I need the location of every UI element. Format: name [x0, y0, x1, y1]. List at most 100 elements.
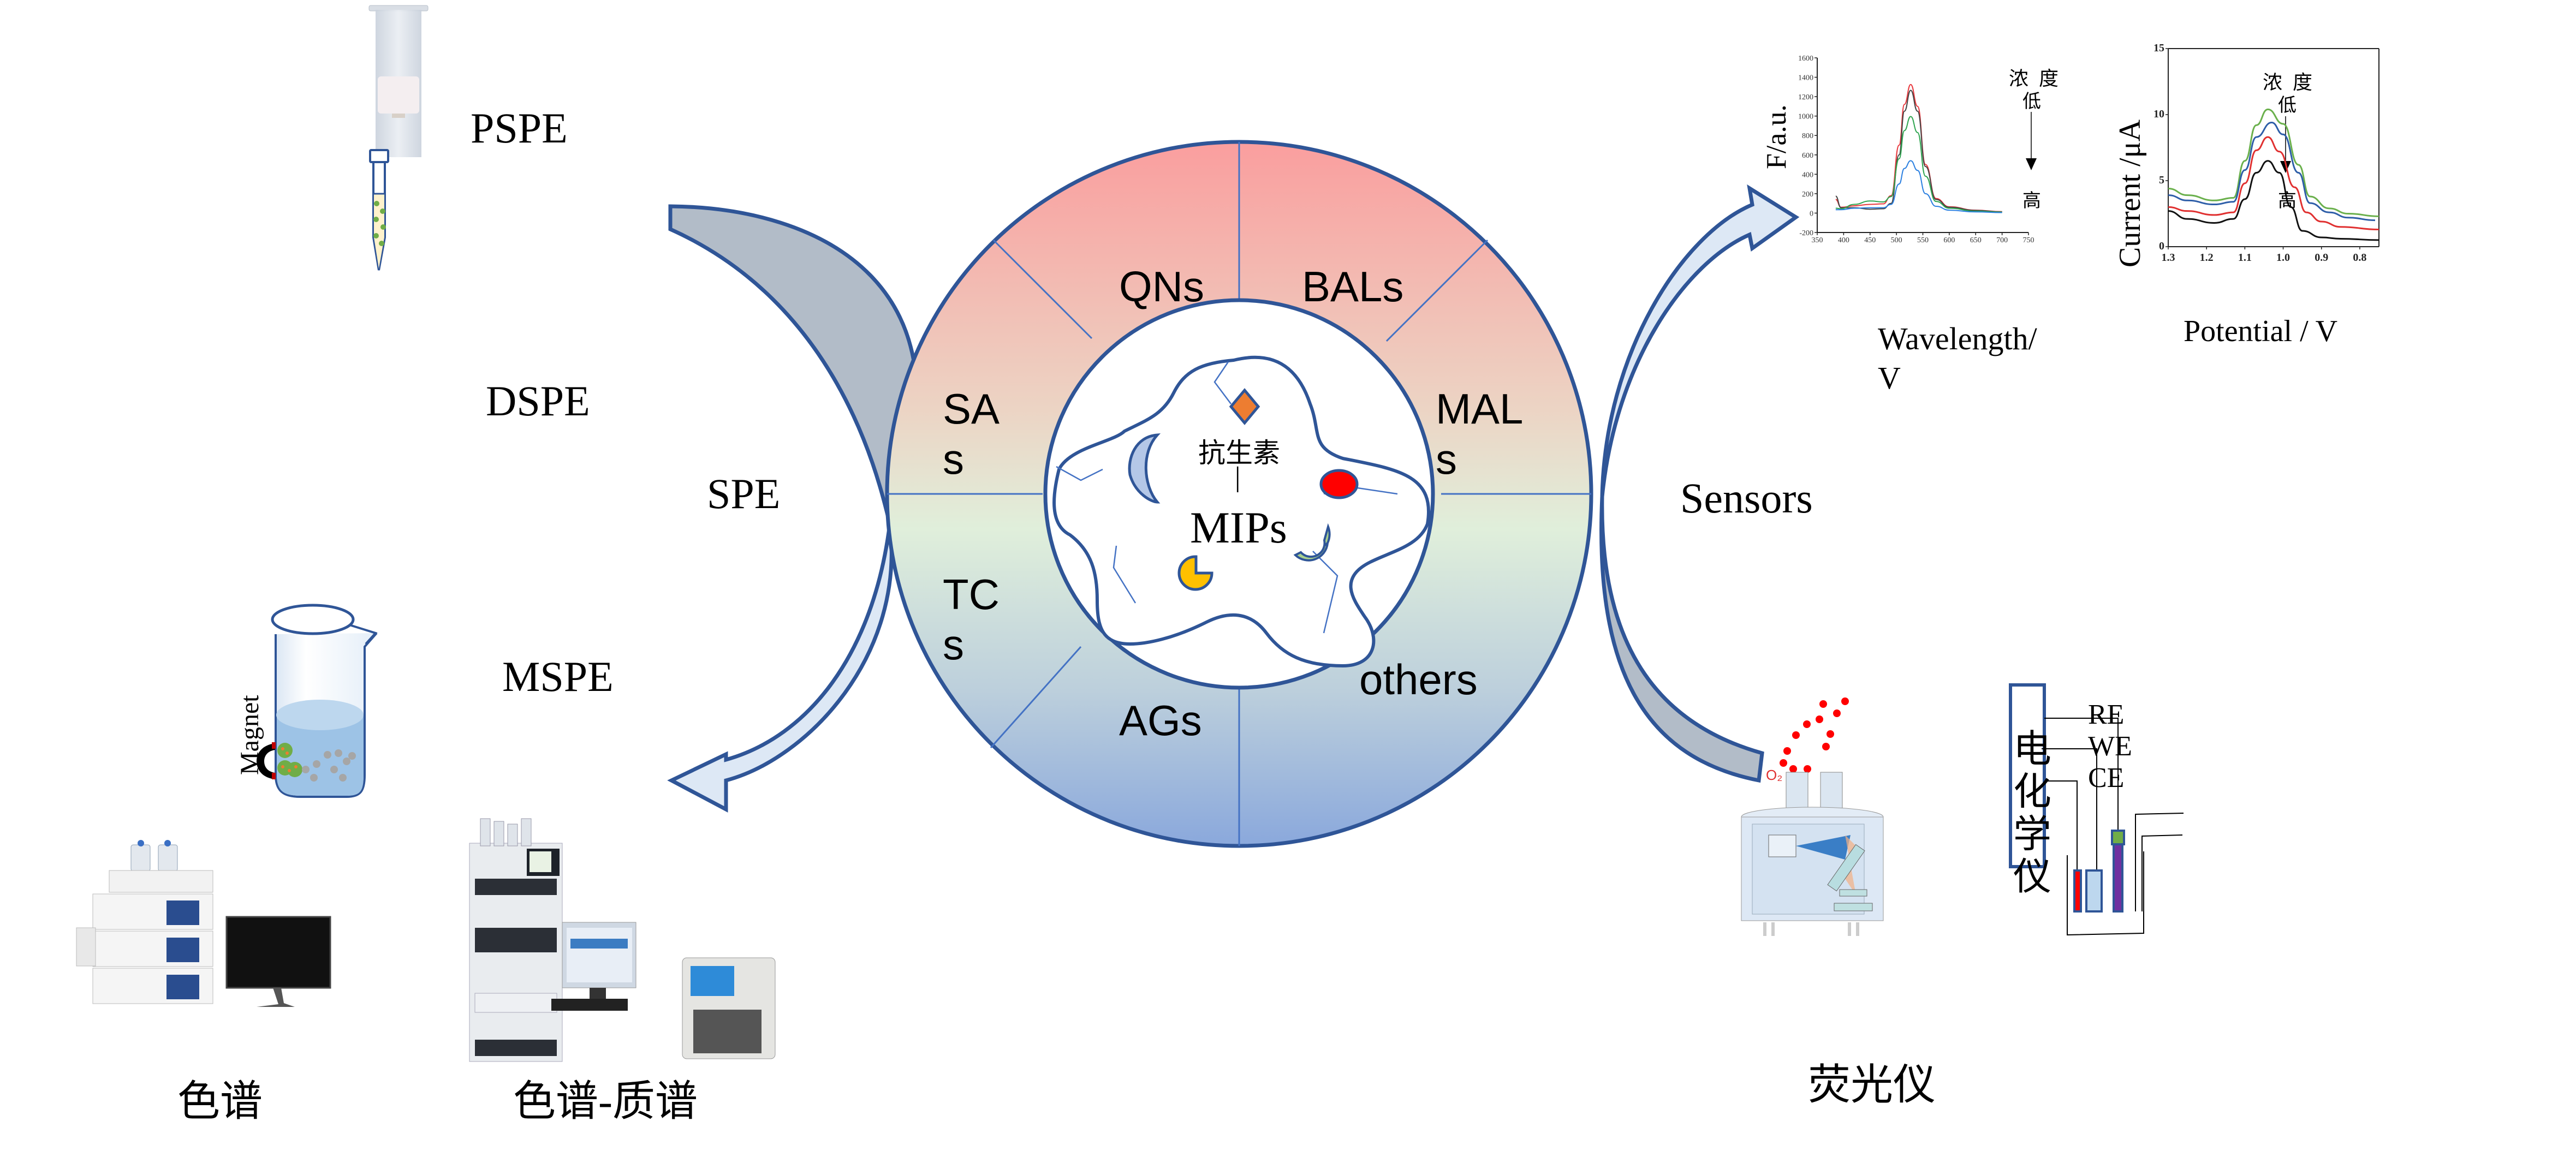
electrochem-workstation-label: 电 化 学 仪: [2013, 729, 2051, 899]
x-tick-label: 0.9: [2315, 252, 2328, 264]
fluorescence-annot-low: 低: [2022, 92, 2041, 112]
x-tick-label: 1.0: [2276, 252, 2290, 264]
series-line-blue: [1835, 160, 2002, 213]
x-tick-label: 700: [1996, 236, 2008, 244]
sensors-arrow-top-head: [1600, 184, 1800, 497]
ce-label: CE: [2088, 762, 2125, 794]
magnet-icon: [257, 743, 275, 779]
x-tick-label: 1.2: [2200, 252, 2214, 264]
x-tick-label: 600: [1943, 236, 1955, 244]
magnet-label: Magnet: [235, 695, 264, 775]
ring-segment-tcs: TC s: [943, 573, 1000, 666]
electrochem-char-1: 电: [2013, 729, 2051, 771]
y-tick-label: 800: [1802, 132, 1813, 140]
electrochem-char-4: 仪: [2013, 856, 2051, 898]
y-tick-label: 0: [1810, 210, 1813, 218]
electrochem-char-2: 化: [2013, 771, 2051, 813]
antibiotic-class-ring: [885, 140, 1593, 848]
voltammetry-annot-low: 低: [2278, 96, 2297, 116]
x-tick-label: 650: [1970, 236, 1982, 244]
pspe-label: PSPE: [471, 104, 568, 152]
hplc-instrument: [76, 840, 331, 1007]
series-line-green: [1835, 116, 2002, 213]
template-crescent-icon: [1128, 433, 1161, 504]
x-tick-label: 750: [2023, 236, 2034, 244]
voltammetry-ylabel: Current /μA: [2113, 119, 2147, 267]
dspe-tube: [369, 149, 389, 271]
core-separator: |: [1235, 462, 1241, 493]
series-line-blue: [2168, 122, 2375, 222]
y-tick-label: 400: [1802, 171, 1813, 179]
x-tick-label: 400: [1838, 236, 1849, 244]
y-tick-label: 1400: [1798, 74, 1813, 82]
fluorescence-annot-high: 高: [2022, 191, 2041, 211]
spe-arrow-label: SPE: [707, 470, 781, 517]
fluorescence-xlabel: Wavelength/ V: [1878, 321, 2037, 396]
pspe-cartridge: [368, 5, 429, 157]
mspe-label: MSPE: [502, 653, 614, 700]
ring-segment-qns: QNs: [1119, 263, 1204, 311]
sensors-arrow-label: Sensors: [1680, 474, 1813, 522]
voltammetry-annot-title: 浓 度: [2263, 71, 2313, 93]
y-tick-label: 15: [2153, 42, 2164, 54]
x-tick-label: 0.8: [2353, 252, 2366, 264]
fluorescence-annot-title: 浓 度: [2009, 68, 2059, 90]
ring-segment-sas-line1: SA: [943, 385, 1000, 433]
y-tick-label: 1600: [1798, 55, 1813, 63]
electrochem-workstation-box: [2009, 683, 2046, 868]
template-diamond-icon: [1229, 388, 1260, 425]
voltammetry-xlabel: Potential / V: [2184, 314, 2338, 348]
ring-segment-mals: MAL s: [1436, 387, 1523, 480]
x-tick-label: 350: [1812, 236, 1823, 244]
ring-segment-others: others: [1359, 655, 1478, 703]
series-line-black: [2168, 160, 2379, 241]
re-label: RE: [2088, 699, 2125, 730]
ring-segment-bals: BALs: [1302, 263, 1404, 311]
y-tick-label: 1200: [1798, 93, 1813, 102]
lcms-label: 色谱-质谱: [513, 1077, 698, 1125]
electrochemical-setup: [2009, 683, 2184, 936]
ring-segment-tcs-line1: TC: [943, 570, 1000, 618]
y-tick-label: 0: [2159, 240, 2164, 252]
sensors-arrow-bottom-band: [1599, 496, 1764, 783]
ring-segment-sas-line2: s: [943, 435, 964, 483]
fluorometer-instrument: [1741, 697, 1884, 936]
series-line-red: [2168, 136, 2379, 231]
mips-label: MIPs: [1190, 503, 1287, 552]
lcms-instrument: [469, 818, 776, 1062]
fluorometer-label: 荧光仪: [1808, 1061, 1936, 1108]
ring-segment-tcs-line2: s: [943, 621, 964, 669]
x-tick-label: 450: [1864, 236, 1876, 244]
we-label: WE: [2088, 731, 2132, 762]
x-tick-label: 1.1: [2238, 252, 2252, 264]
concentration-arrow-icon: [2026, 158, 2037, 170]
y-tick-label: 5: [2159, 174, 2164, 186]
ring-segment-sas: SA s: [943, 387, 1000, 480]
ring-segment-mals-line1: MAL: [1436, 385, 1524, 433]
voltammetry-chart-series: [2168, 108, 2379, 241]
template-arc-icon: [1293, 523, 1331, 562]
x-tick-label: 500: [1891, 236, 1902, 244]
electrochem-char-3: 学: [2013, 814, 2051, 856]
template-circle-icon: [1319, 469, 1359, 499]
reference-electrode: [2113, 843, 2123, 913]
ring-segment-mals-line2: s: [1436, 435, 1457, 483]
chromatography-label: 色谱: [177, 1077, 263, 1125]
y-tick-label: 10: [2153, 108, 2164, 120]
spe-arrow-bottom-head: [667, 523, 894, 813]
ring-segment-ags: AGs: [1119, 696, 1202, 744]
y-tick-label: 600: [1802, 152, 1813, 160]
y-tick-label: -200: [1799, 229, 1813, 237]
working-electrode: [2085, 869, 2103, 913]
series-line-green: [2168, 108, 2379, 217]
template-pie-icon: [1177, 555, 1213, 591]
counter-electrode: [2073, 869, 2082, 913]
y-tick-label: 1000: [1798, 113, 1813, 121]
voltammetry-annot-high: 高: [2278, 191, 2297, 211]
mspe-beaker: [257, 604, 378, 798]
x-tick-label: 550: [1917, 236, 1929, 244]
